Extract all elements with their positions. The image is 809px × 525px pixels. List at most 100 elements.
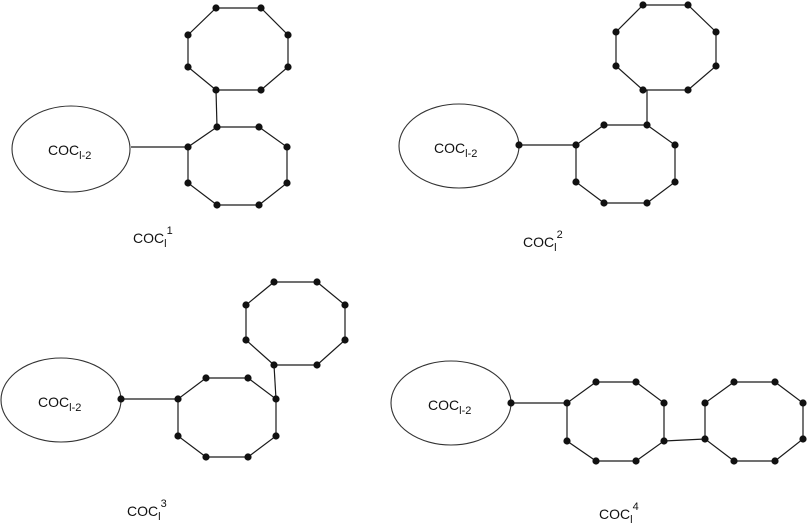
atom bbox=[202, 374, 210, 382]
atom bbox=[771, 457, 779, 465]
atom bbox=[507, 399, 515, 407]
atom bbox=[174, 395, 182, 403]
atom bbox=[174, 432, 182, 440]
atom bbox=[612, 62, 620, 70]
lower-ring bbox=[177, 377, 277, 458]
atom bbox=[184, 179, 192, 187]
lower-ring bbox=[575, 124, 676, 204]
bonds bbox=[131, 7, 289, 206]
atom bbox=[660, 399, 668, 407]
atom bbox=[639, 86, 647, 94]
atom bbox=[242, 301, 250, 309]
upper-ring bbox=[245, 281, 346, 366]
atom bbox=[313, 278, 321, 286]
blob-label-base: COC bbox=[38, 394, 69, 410]
atom bbox=[643, 199, 651, 207]
atom bbox=[632, 457, 640, 465]
bonds bbox=[511, 381, 804, 462]
atom bbox=[563, 399, 571, 407]
upper-ring bbox=[187, 7, 289, 91]
atom bbox=[712, 28, 720, 36]
caption-sub: l bbox=[164, 238, 166, 250]
blob-label: COCl-2 bbox=[38, 394, 81, 414]
atom bbox=[213, 201, 221, 209]
caption-base: COC bbox=[599, 506, 630, 522]
atom bbox=[341, 336, 349, 344]
blob-label-sub: l-2 bbox=[69, 402, 81, 414]
atom bbox=[639, 1, 647, 9]
ring-link-bond bbox=[273, 364, 277, 400]
ring-link-bond bbox=[215, 89, 218, 128]
panel-3: COCl-2 COCl3 bbox=[0, 278, 349, 523]
atom bbox=[257, 4, 265, 12]
atom bbox=[684, 86, 692, 94]
blob-label-sub: l-2 bbox=[459, 405, 471, 417]
panel-2: COCl-2 COCl2 bbox=[398, 1, 720, 254]
caption-base: COC bbox=[133, 230, 164, 246]
atom bbox=[592, 457, 600, 465]
atoms bbox=[515, 1, 720, 207]
atom bbox=[212, 86, 220, 94]
caption-base: COC bbox=[523, 234, 554, 250]
upper-ring bbox=[615, 4, 717, 91]
atom bbox=[184, 31, 192, 39]
caption-sup: 2 bbox=[557, 229, 563, 241]
atom bbox=[212, 4, 220, 12]
caption-sub: l bbox=[158, 511, 160, 523]
atom bbox=[684, 1, 692, 9]
atom bbox=[671, 178, 679, 186]
blob-label: COCl-2 bbox=[434, 140, 477, 160]
caption-sup: 1 bbox=[167, 225, 173, 237]
atom bbox=[255, 123, 263, 131]
atom bbox=[283, 143, 291, 151]
atom bbox=[255, 201, 263, 209]
atom bbox=[799, 399, 807, 407]
right-ring bbox=[704, 381, 804, 462]
caption-sub: l bbox=[554, 242, 556, 254]
blob-label-sub: l-2 bbox=[465, 148, 477, 160]
caption-sup: 3 bbox=[161, 498, 167, 510]
atom bbox=[284, 31, 292, 39]
blob-label-base: COC bbox=[48, 142, 79, 158]
atom bbox=[313, 361, 321, 369]
atom bbox=[712, 62, 720, 70]
blob-label: COCl-2 bbox=[428, 397, 471, 417]
atom bbox=[771, 378, 779, 386]
atom bbox=[184, 143, 192, 151]
atom bbox=[730, 378, 738, 386]
atom bbox=[563, 437, 571, 445]
blob-label: COCl-2 bbox=[48, 142, 91, 162]
atom bbox=[272, 432, 280, 440]
atom bbox=[671, 141, 679, 149]
blob-label-base: COC bbox=[428, 397, 459, 413]
atom bbox=[600, 121, 608, 129]
lower-ring bbox=[187, 126, 288, 206]
atom bbox=[244, 374, 252, 382]
atom bbox=[799, 435, 807, 443]
atom bbox=[600, 199, 608, 207]
ring-link-bond bbox=[663, 438, 706, 442]
atom bbox=[341, 301, 349, 309]
atom bbox=[730, 457, 738, 465]
caption: COCl1 bbox=[133, 225, 173, 250]
caption: COCl2 bbox=[523, 229, 563, 254]
atom bbox=[592, 378, 600, 386]
caption: COCl4 bbox=[599, 501, 639, 525]
atom bbox=[515, 141, 523, 149]
atom bbox=[244, 453, 252, 461]
panel-4: COCl-2 COCl4 bbox=[390, 360, 807, 525]
atom bbox=[701, 435, 709, 443]
atom bbox=[612, 28, 620, 36]
atom bbox=[272, 395, 280, 403]
atom bbox=[117, 395, 125, 403]
atom bbox=[257, 86, 265, 94]
caption-sub: l bbox=[630, 514, 632, 525]
atom bbox=[213, 123, 221, 131]
atom bbox=[270, 361, 278, 369]
atom bbox=[660, 437, 668, 445]
atoms bbox=[117, 278, 349, 461]
caption-base: COC bbox=[127, 503, 158, 519]
atom bbox=[270, 278, 278, 286]
atom bbox=[242, 336, 250, 344]
